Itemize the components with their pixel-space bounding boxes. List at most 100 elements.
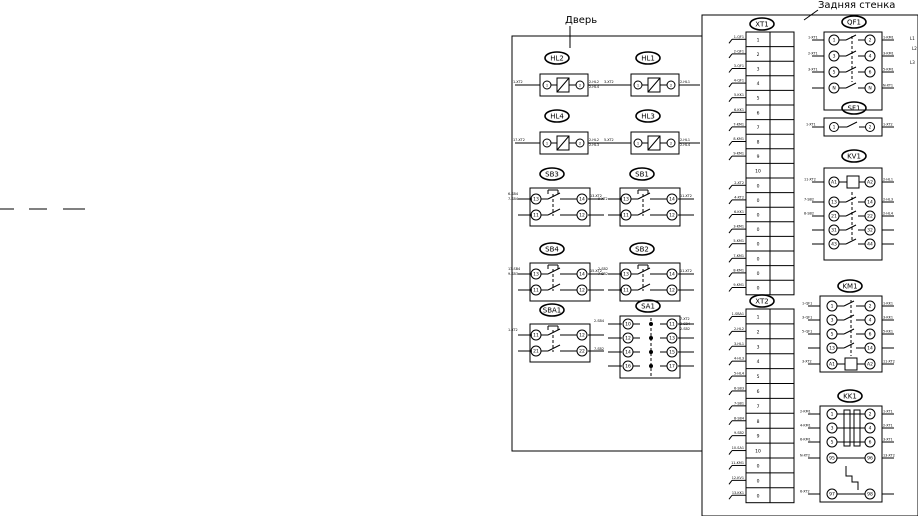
pin-left-number: 13 bbox=[533, 197, 539, 203]
tag-sb2-text: SB2 bbox=[635, 246, 649, 254]
terminal-number: 2 bbox=[757, 329, 760, 335]
lamp-symbol bbox=[647, 77, 661, 93]
left-wire-label: 1-XT2 bbox=[513, 80, 523, 84]
pin-left-number: 13 bbox=[623, 197, 629, 203]
terminal-row: 04-XT2 bbox=[728, 195, 760, 205]
row-wire-tick bbox=[728, 316, 733, 321]
terminal-row: 012-KV1 bbox=[728, 476, 760, 485]
tag-kk1-text: KK1 bbox=[843, 393, 857, 401]
pin-right-number: 32 bbox=[867, 228, 873, 234]
tag-sba1-outline bbox=[539, 303, 565, 317]
row-wire-label: 2-XT2 bbox=[734, 181, 744, 185]
row-wire-label: 9-KM1 bbox=[733, 152, 744, 156]
right-wire-label: 2-HL2 bbox=[589, 138, 599, 142]
lamp-cross bbox=[647, 77, 661, 93]
terminal-number: 0 bbox=[757, 463, 760, 469]
terminal-row: 55-KK1 bbox=[728, 93, 760, 102]
left-wire-label: 8-SB2 bbox=[804, 212, 814, 216]
row-wire-tick bbox=[728, 465, 733, 470]
pin-right bbox=[865, 122, 875, 132]
pin-right-number: 12 bbox=[669, 213, 675, 219]
pin-right-number: 2 bbox=[670, 142, 672, 146]
pin-left-number: 5 bbox=[833, 70, 836, 76]
terminal-row: 11-SBA1 bbox=[728, 312, 760, 321]
pin-right-number: 14 bbox=[669, 272, 675, 278]
right-wire-label: 2-HL3 bbox=[589, 143, 599, 147]
right-wire-label: 7-XT2 bbox=[680, 317, 690, 321]
row-wire-label: 1-QF1 bbox=[734, 35, 744, 39]
row-wire-tick bbox=[728, 331, 733, 336]
left-wire-label: 3-XT1 bbox=[808, 68, 818, 72]
pin-right-number: 96 bbox=[867, 456, 873, 462]
row-wire-label: 7-SB1 bbox=[734, 401, 744, 405]
pin-left-number: 11 bbox=[533, 213, 539, 219]
tag-sa1-text: SA1 bbox=[641, 303, 655, 311]
left-wire-label: 2-SB4 bbox=[594, 319, 604, 323]
left-wire-label: 1-XT1 bbox=[808, 36, 818, 40]
pin-left-number: 11 bbox=[623, 213, 629, 219]
right-wire-label: 5-KM1 bbox=[883, 68, 894, 72]
device-body bbox=[529, 262, 591, 302]
left-wire-label: 4-KM1 bbox=[800, 424, 811, 428]
wire-line bbox=[547, 208, 561, 216]
tag-sb4-outline bbox=[539, 242, 565, 256]
row-wire-tick bbox=[728, 82, 733, 88]
row-wire-tick bbox=[728, 287, 733, 292]
wire-line bbox=[843, 300, 855, 307]
row-wire-label: 1-SBA1 bbox=[732, 312, 744, 316]
right-wire-label: N-XT1 bbox=[883, 84, 893, 88]
row-wire-tick bbox=[728, 112, 733, 117]
left-wire-label: 3-QF1 bbox=[802, 316, 812, 320]
tag-sb4-text: SB4 bbox=[545, 246, 559, 254]
pin-right-number: A2 bbox=[867, 180, 873, 186]
pin-left-number: 43 bbox=[831, 242, 837, 248]
edge-mark: L3 bbox=[910, 60, 915, 65]
pin-left-number: A1 bbox=[831, 180, 837, 186]
wire-line bbox=[547, 328, 561, 336]
terminal-row: 013-KK1 bbox=[728, 491, 760, 500]
tag-sf1-text: SF1 bbox=[848, 105, 861, 113]
edge-mark: L1 bbox=[910, 36, 915, 41]
row-wire-tick bbox=[728, 199, 733, 205]
pin-right-number: 22 bbox=[867, 214, 873, 220]
left-wire-label: 17-XT2 bbox=[513, 138, 525, 142]
terminal-row: 02-XT2 bbox=[728, 181, 760, 190]
row-wire-tick bbox=[728, 390, 733, 396]
terminal-row: 77-KM1 bbox=[728, 122, 760, 132]
pin-left-number: 1 bbox=[637, 84, 639, 88]
wire-line bbox=[845, 224, 857, 231]
tag-kk1-outline bbox=[837, 389, 863, 403]
left-wire-label: 3-XT2 bbox=[802, 360, 812, 364]
terminal-row: 03-KM1 bbox=[728, 225, 760, 234]
pin-right-number: 4 bbox=[869, 54, 872, 60]
tag-hl2-text: HL2 bbox=[550, 55, 564, 63]
row-wire-label: 6-KK1 bbox=[734, 108, 744, 112]
tag-qf1-text: QF1 bbox=[847, 19, 861, 27]
wire-line bbox=[845, 34, 857, 41]
wire-line bbox=[846, 121, 858, 128]
row-wire-label: 2-HL2 bbox=[734, 327, 744, 331]
right-wire-label: 2-SB4 bbox=[680, 322, 690, 326]
pin-right-number: 11 bbox=[669, 322, 675, 328]
tag-xt1-outline bbox=[749, 17, 775, 31]
right-wire-label: 1-XT1 bbox=[883, 410, 893, 414]
tag-hl1-outline bbox=[635, 51, 661, 65]
pin-right-number: 12 bbox=[669, 288, 675, 294]
pin-right-number: 14 bbox=[867, 346, 873, 352]
row-wire-label: 5-HL4 bbox=[734, 372, 744, 376]
row-wire-label: 2-QF1 bbox=[734, 49, 744, 53]
lamp-symbol bbox=[647, 135, 661, 151]
right-wire-label: 3-KK1 bbox=[883, 316, 893, 320]
row-wire-label: 9-KM1 bbox=[733, 283, 744, 287]
row-wire-label: 3-HL1 bbox=[734, 342, 744, 346]
right-wire-label: 2-HL4 bbox=[680, 143, 690, 147]
left-wire-label: 6-KM1 bbox=[800, 438, 811, 442]
pin-left-number: 95 bbox=[829, 456, 835, 462]
